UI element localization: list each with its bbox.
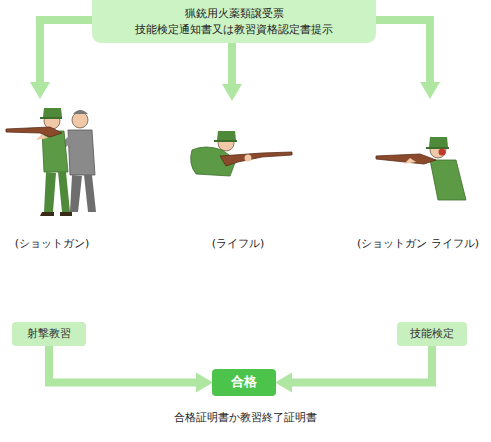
box-text: 猟銃用火薬類譲受票 — [185, 6, 284, 22]
shotgun-rifle-shooter-figure — [376, 137, 466, 200]
result-box: 合格 — [212, 369, 276, 396]
figure-caption: (ショットガン) — [15, 236, 90, 251]
flow-arrow — [288, 346, 432, 383]
result-caption: 合格証明書か教習終了証明書 — [174, 410, 317, 425]
flow-arrow — [376, 20, 430, 86]
process-box: 射撃教習 — [12, 322, 86, 346]
source-box: 猟銃用火薬類譲受票技能検定通知書又は教習資格認定書提示 — [92, 0, 376, 43]
process-box: 技能検定 — [397, 322, 467, 346]
flow-arrow — [49, 346, 200, 383]
box-text: 技能検定通知書又は教習資格認定書提示 — [135, 22, 333, 38]
figure-caption: (ショットガン ライフル) — [357, 236, 479, 251]
box-label: 技能検定 — [410, 326, 454, 342]
flow-arrow — [228, 43, 236, 88]
rifle-shooter-figure — [191, 131, 292, 176]
shotgun-shooter-figure — [6, 108, 96, 216]
box-label: 合格 — [231, 373, 257, 392]
box-label: 射撃教習 — [27, 326, 71, 342]
flow-arrow — [40, 20, 92, 86]
figure-caption: (ライフル) — [212, 236, 265, 251]
